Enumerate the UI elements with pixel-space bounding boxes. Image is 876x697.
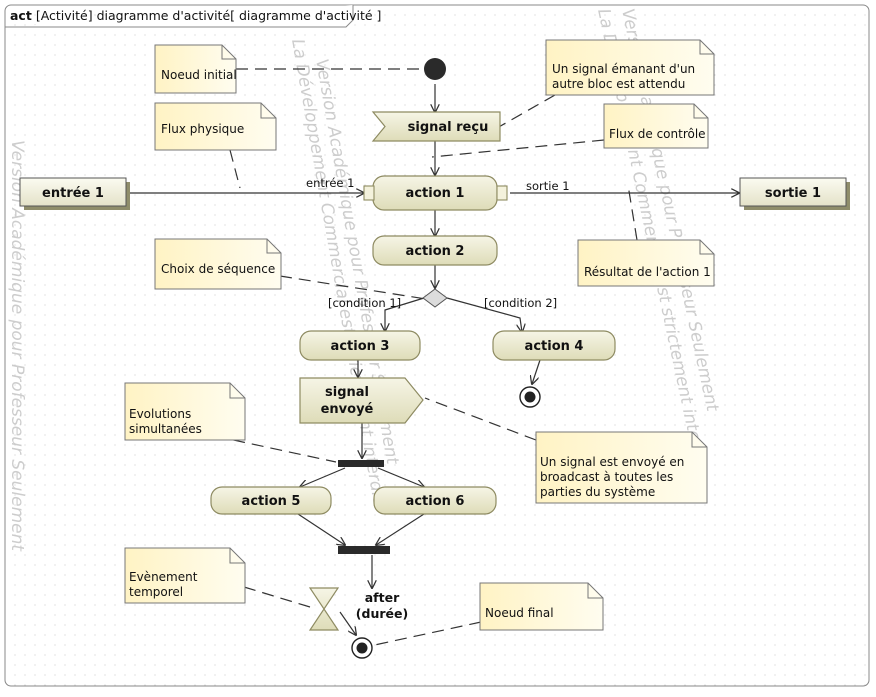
input-pin [363, 185, 375, 201]
block-entree-1: entrée 1 [19, 177, 130, 210]
action-5-label: action 5 [242, 494, 301, 509]
note-text: Noeud initial [161, 68, 237, 82]
note-final: Noeud final [479, 582, 604, 631]
pin-in-label: entrée 1 [306, 176, 354, 190]
control-flows [125, 84, 739, 635]
note-text: Flux physique [161, 122, 244, 136]
note-text: Choix de séquence [161, 262, 275, 276]
initial-node [424, 58, 446, 80]
activity-final-node [351, 637, 373, 659]
guard-condition-2: [condition 2] [484, 296, 557, 310]
pin-out-label: sortie 1 [526, 179, 570, 193]
note-text: parties du système [540, 485, 655, 499]
block-sortie-label: sortie 1 [765, 186, 821, 201]
activity-final-node [519, 386, 541, 408]
accept-signal-received: signal reçu [371, 111, 501, 142]
note-text: autre bloc est attendu [552, 77, 685, 91]
watermark-text: Version Académique pour Professeur Seule… [7, 140, 27, 552]
fork-bar [338, 460, 384, 467]
note-control-flow: Flux de contrôle [603, 103, 709, 149]
note-sequence-choice: Choix de séquence [154, 238, 282, 290]
comment-notes: Noeud initial Flux physique Un signal ém… [124, 39, 715, 631]
action-2-label: action 2 [406, 244, 465, 259]
note-text: temporel [129, 585, 183, 599]
note-text: Résultat de l'action 1 [584, 265, 711, 279]
signal-received-label: signal reçu [408, 120, 489, 135]
hourglass-icon [308, 587, 340, 631]
note-action-result: Résultat de l'action 1 [577, 239, 715, 287]
guard-condition-1: [condition 1] [328, 296, 401, 310]
action-6: action 6 [373, 486, 497, 515]
note-broadcast: Un signal est envoyé en broadcast à tout… [535, 431, 708, 504]
join-bar [338, 546, 390, 554]
note-simultaneous: Evolutions simultanées [124, 382, 246, 441]
send-signal-label-2: envoyé [321, 402, 374, 417]
note-text: Flux de contrôle [609, 127, 706, 141]
note-text: Un signal émanant d'un [552, 62, 695, 76]
action-2: action 2 [372, 235, 498, 266]
block-sortie-1: sortie 1 [739, 177, 850, 210]
note-text: Evolutions [129, 407, 191, 421]
output-pin [496, 185, 508, 201]
note-physical-flow: Flux physique [154, 102, 277, 151]
note-initial: Noeud initial [154, 44, 237, 94]
action-6-label: action 6 [406, 494, 465, 509]
note-text: Evènement [129, 570, 198, 584]
note-text: Noeud final [485, 606, 554, 620]
diagram-frame [4, 4, 870, 687]
action-1: action 1 [363, 175, 508, 211]
time-event-label-1: after [365, 590, 400, 605]
note-text: simultanées [129, 422, 202, 436]
action-3: action 3 [299, 330, 421, 361]
action-3-label: action 3 [331, 339, 390, 354]
note-signal-wait: Un signal émanant d'un autre bloc est at… [545, 39, 715, 96]
decision-node [422, 288, 448, 308]
block-entree-label: entrée 1 [42, 186, 104, 201]
action-1-label: action 1 [406, 186, 465, 201]
note-text: Un signal est envoyé en [540, 455, 684, 469]
action-4: action 4 [492, 330, 616, 361]
time-event-label-2: (durée) [356, 606, 408, 621]
send-signal: signal envoyé [299, 377, 424, 424]
note-time-event: Evènement temporel [124, 547, 246, 604]
note-text: broadcast à toutes les [540, 470, 673, 484]
frame-tab [5, 5, 354, 28]
action-4-label: action 4 [525, 339, 584, 354]
action-5: action 5 [210, 486, 332, 515]
send-signal-label-1: signal [325, 385, 369, 400]
frame-title: act[Activité] diagramme d'activité[ diag… [10, 8, 381, 23]
